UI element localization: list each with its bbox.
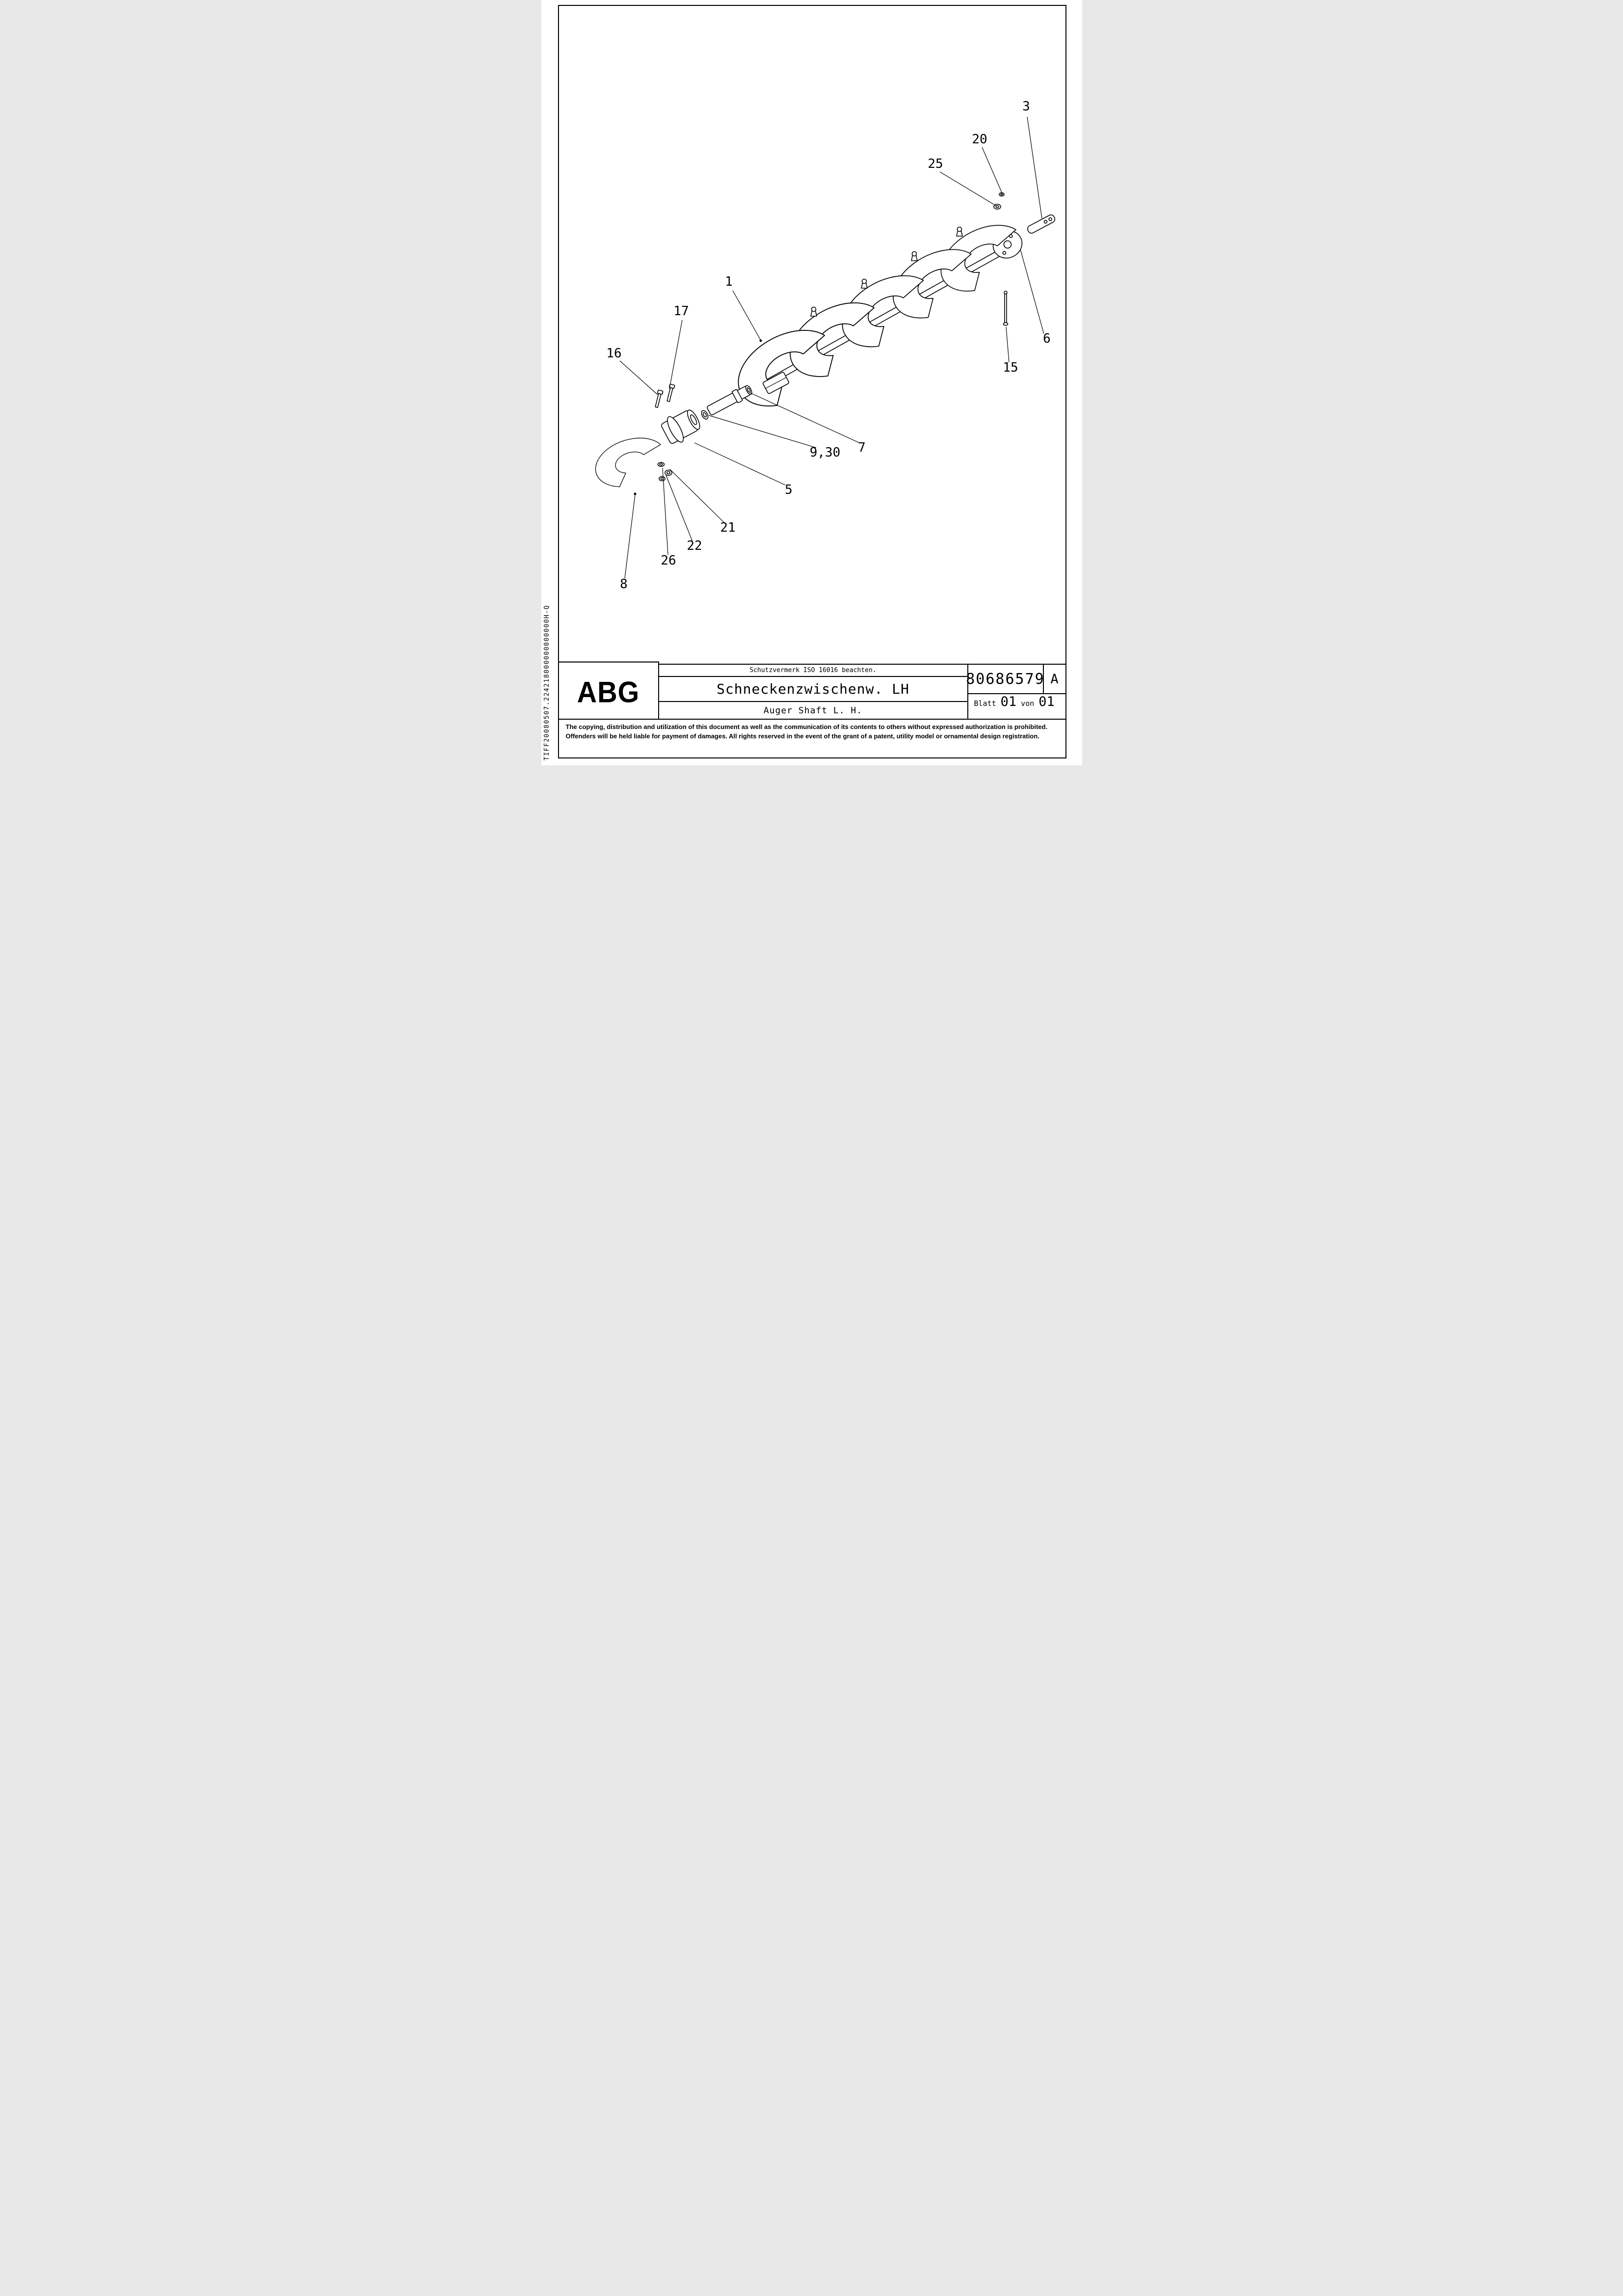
callout-3: 3 [1022, 99, 1030, 114]
hub-5 [661, 409, 700, 444]
washer-20 [998, 192, 1005, 197]
sheet-info-cell: Blatt 01 von 01 [967, 693, 1066, 720]
callout-25: 25 [928, 157, 943, 171]
revision-letter: A [1050, 671, 1059, 687]
legal-notice-text: The copying, distribution and utilizatio… [565, 723, 1048, 740]
flight-bolt [810, 306, 817, 317]
sheet-number: 01 [1000, 694, 1017, 709]
callout-8: 8 [620, 577, 628, 592]
document-number-cell: 80686579 [966, 664, 1045, 694]
washer-21 [657, 462, 665, 467]
callout-1: 1 [725, 274, 733, 289]
callout-5: 5 [785, 483, 793, 497]
drawing-sheet: TIFF20080507.224218000000000000H-Q [541, 0, 1082, 765]
callout-21: 21 [720, 520, 735, 535]
document-number: 80686579 [966, 670, 1045, 688]
shaft-piece-7 [706, 385, 752, 415]
drawing-title-en-cell: Auger Shaft L. H. [658, 701, 968, 720]
bolt-17 [666, 383, 675, 402]
protection-note-cell: Schutzvermerk ISO 16016 beachten. [658, 664, 968, 677]
legal-notice: The copying, distribution and utilizatio… [558, 719, 1066, 758]
drive-shaft-stub-3 [1027, 214, 1055, 234]
leader-lines [619, 116, 1044, 579]
protection-note: Schutzvermerk ISO 16016 beachten. [749, 667, 877, 674]
callout-22: 22 [687, 539, 702, 553]
callout-7: 7 [858, 440, 866, 455]
callout-9-30: 9,30 [809, 445, 840, 460]
drawing-title-en: Auger Shaft L. H. [763, 705, 863, 716]
bolt-16 [654, 389, 663, 408]
sheet-label: Blatt [974, 699, 996, 708]
auger-exploded-drawing: 3 20 25 1 17 16 6 15 9,30 7 5 21 22 26 8 [588, 99, 1055, 592]
abg-logo-text: ABG [577, 675, 640, 709]
sheet-total: 01 [1038, 694, 1055, 709]
drawing-title-de: Schneckenzwischenw. LH [717, 681, 909, 697]
flight-bolt [956, 226, 963, 237]
ring-9-30 [701, 410, 708, 420]
drawing-title-de-cell: Schneckenzwischenw. LH [658, 676, 968, 702]
flight-bolt [910, 251, 918, 261]
auger-paddle [762, 372, 789, 394]
bolt-15 [1003, 291, 1008, 326]
callout-15: 15 [1003, 360, 1018, 375]
nut-22 [664, 469, 672, 476]
callout-26: 26 [661, 553, 676, 568]
flight-bolt [860, 278, 868, 289]
revision-cell: A [1042, 664, 1066, 694]
callout-6: 6 [1043, 331, 1051, 346]
nut-26 [658, 476, 665, 482]
flight-segment-8 [588, 430, 669, 493]
callout-16: 16 [606, 346, 621, 361]
abg-logo: ABG [558, 661, 659, 722]
callout-20: 20 [972, 132, 987, 147]
callout-17: 17 [673, 304, 689, 319]
sheet-of-label: von [1021, 699, 1035, 708]
